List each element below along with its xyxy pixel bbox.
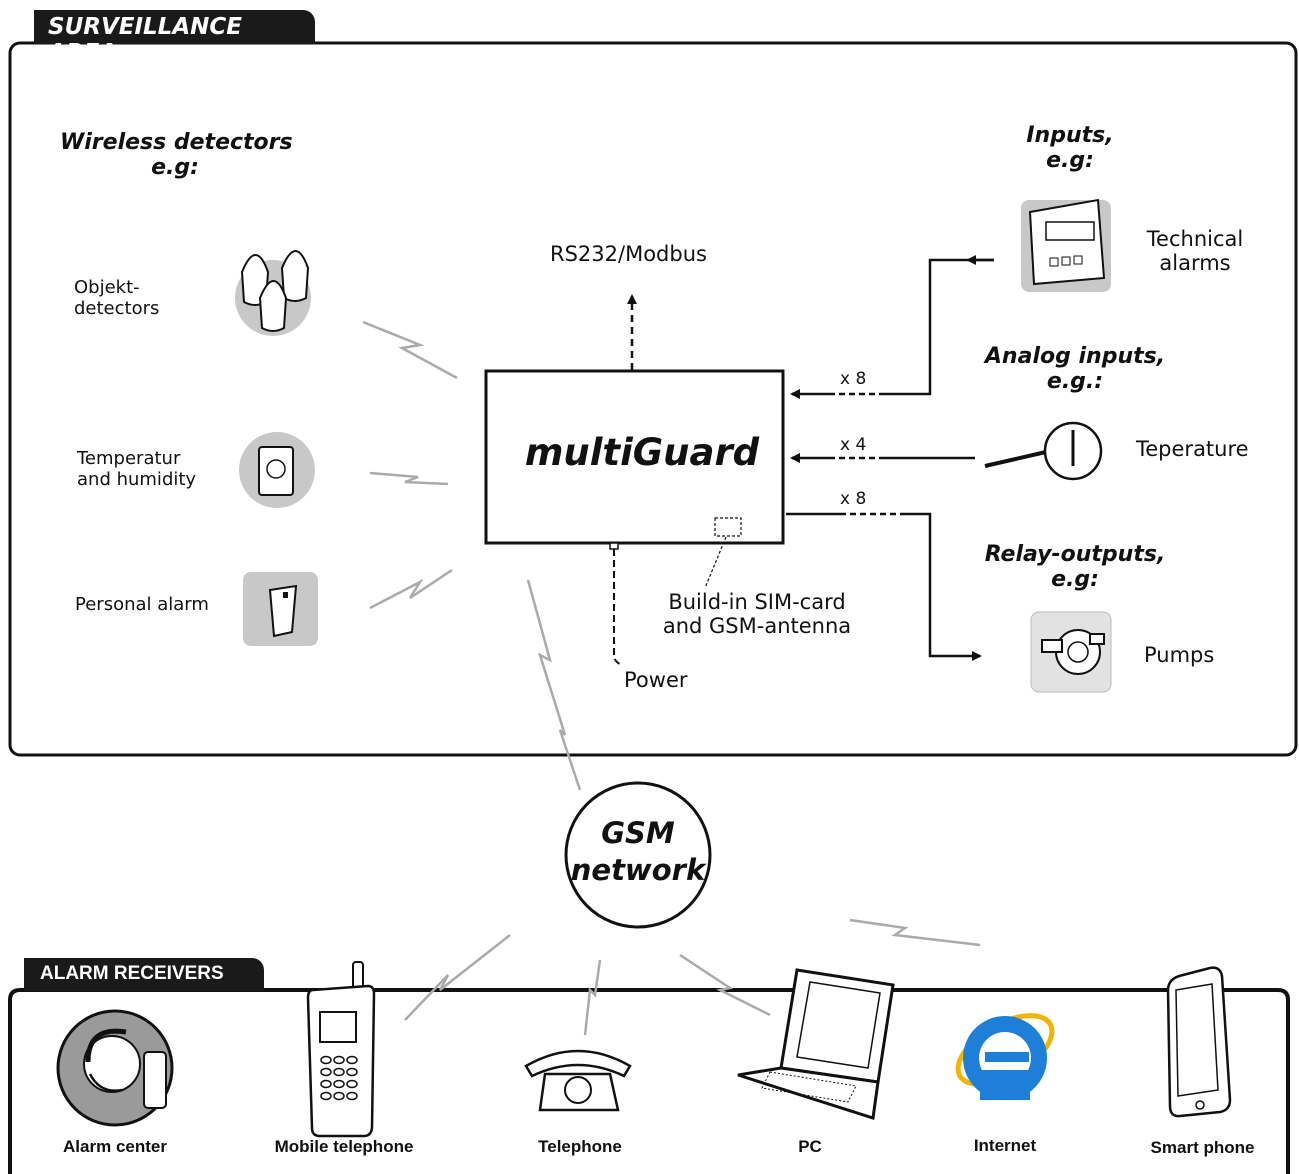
sim-card-label: Build-in SIM-card and GSM-antenna: [662, 590, 852, 639]
relay-count: x 8: [840, 489, 867, 509]
temperature-label: Teperature: [1136, 437, 1249, 461]
technical-alarm-panel-icon: [1021, 198, 1111, 292]
temperature-humidity-sensor-icon: [239, 432, 315, 508]
power-plug: [609, 542, 619, 550]
technical-alarms-label: Technical alarms: [1146, 227, 1244, 276]
pump-icon: [1030, 611, 1112, 693]
personal-alarm-label: Personal alarm: [75, 594, 209, 615]
wireless-signal-lines: [362, 320, 981, 1036]
alarm-receivers-tab: ALARM RECEIVERS: [24, 958, 264, 991]
temperature-humidity-label: Temperatur and humidity: [77, 448, 197, 490]
object-detectors-icon: [235, 250, 311, 336]
telephone-icon: [524, 1049, 632, 1112]
surveillance-area-title: SURVEILLANCE AREA: [48, 14, 242, 66]
smart-phone-label: Smart phone: [1150, 1138, 1255, 1157]
alarm-center-label: Alarm center: [63, 1137, 167, 1156]
surveillance-area-tab: SURVEILLANCE AREA: [34, 10, 315, 66]
surveillance-area-frame: [8, 41, 1298, 757]
alarm-center-operator-icon: [56, 1009, 174, 1127]
laptop-icon: [737, 968, 895, 1120]
alarm-receivers-title: ALARM RECEIVERS: [40, 963, 224, 984]
pc-label: PC: [798, 1137, 822, 1156]
sim-card-marker: [714, 517, 742, 537]
power-label: Power: [624, 668, 688, 692]
analog-inputs-title: Analog inputs, e.g.:: [984, 344, 1166, 395]
alarm-receivers-frame: [8, 988, 1290, 1174]
personal-alarm-icon: [243, 572, 318, 646]
inputs-connector: [885, 258, 994, 396]
inputs-count: x 8: [840, 369, 867, 389]
smart-phone-icon: [1166, 966, 1232, 1118]
relay-outputs-title: Relay-outputs, e.g:: [984, 542, 1166, 593]
sim-leader-line: [704, 536, 727, 589]
mobile-telephone-icon: [306, 961, 376, 1138]
multiguard-label: multiGuard: [524, 431, 760, 474]
analog-count: x 4: [840, 435, 867, 455]
gsm-network-label: GSM network: [570, 816, 706, 888]
inputs-title: Inputs, e.g:: [1026, 123, 1114, 174]
pumps-label: Pumps: [1144, 643, 1215, 667]
internet-explorer-icon: [955, 1013, 1055, 1100]
gsm-network-circle: [564, 781, 712, 929]
object-detectors-label: Objekt- detectors: [74, 277, 160, 319]
wireless-detectors-title: Wireless detectors e.g:: [60, 130, 293, 181]
power-cord: [613, 549, 623, 666]
mobile-telephone-label: Mobile telephone: [274, 1137, 414, 1156]
multiguard-box: [484, 369, 785, 545]
telephone-label: Telephone: [538, 1137, 622, 1156]
thermometer-dial-icon: [984, 421, 1103, 481]
relay-connector: [900, 512, 982, 661]
rs232-modbus-label: RS232/Modbus: [550, 242, 707, 266]
internet-label: Internet: [973, 1136, 1037, 1155]
